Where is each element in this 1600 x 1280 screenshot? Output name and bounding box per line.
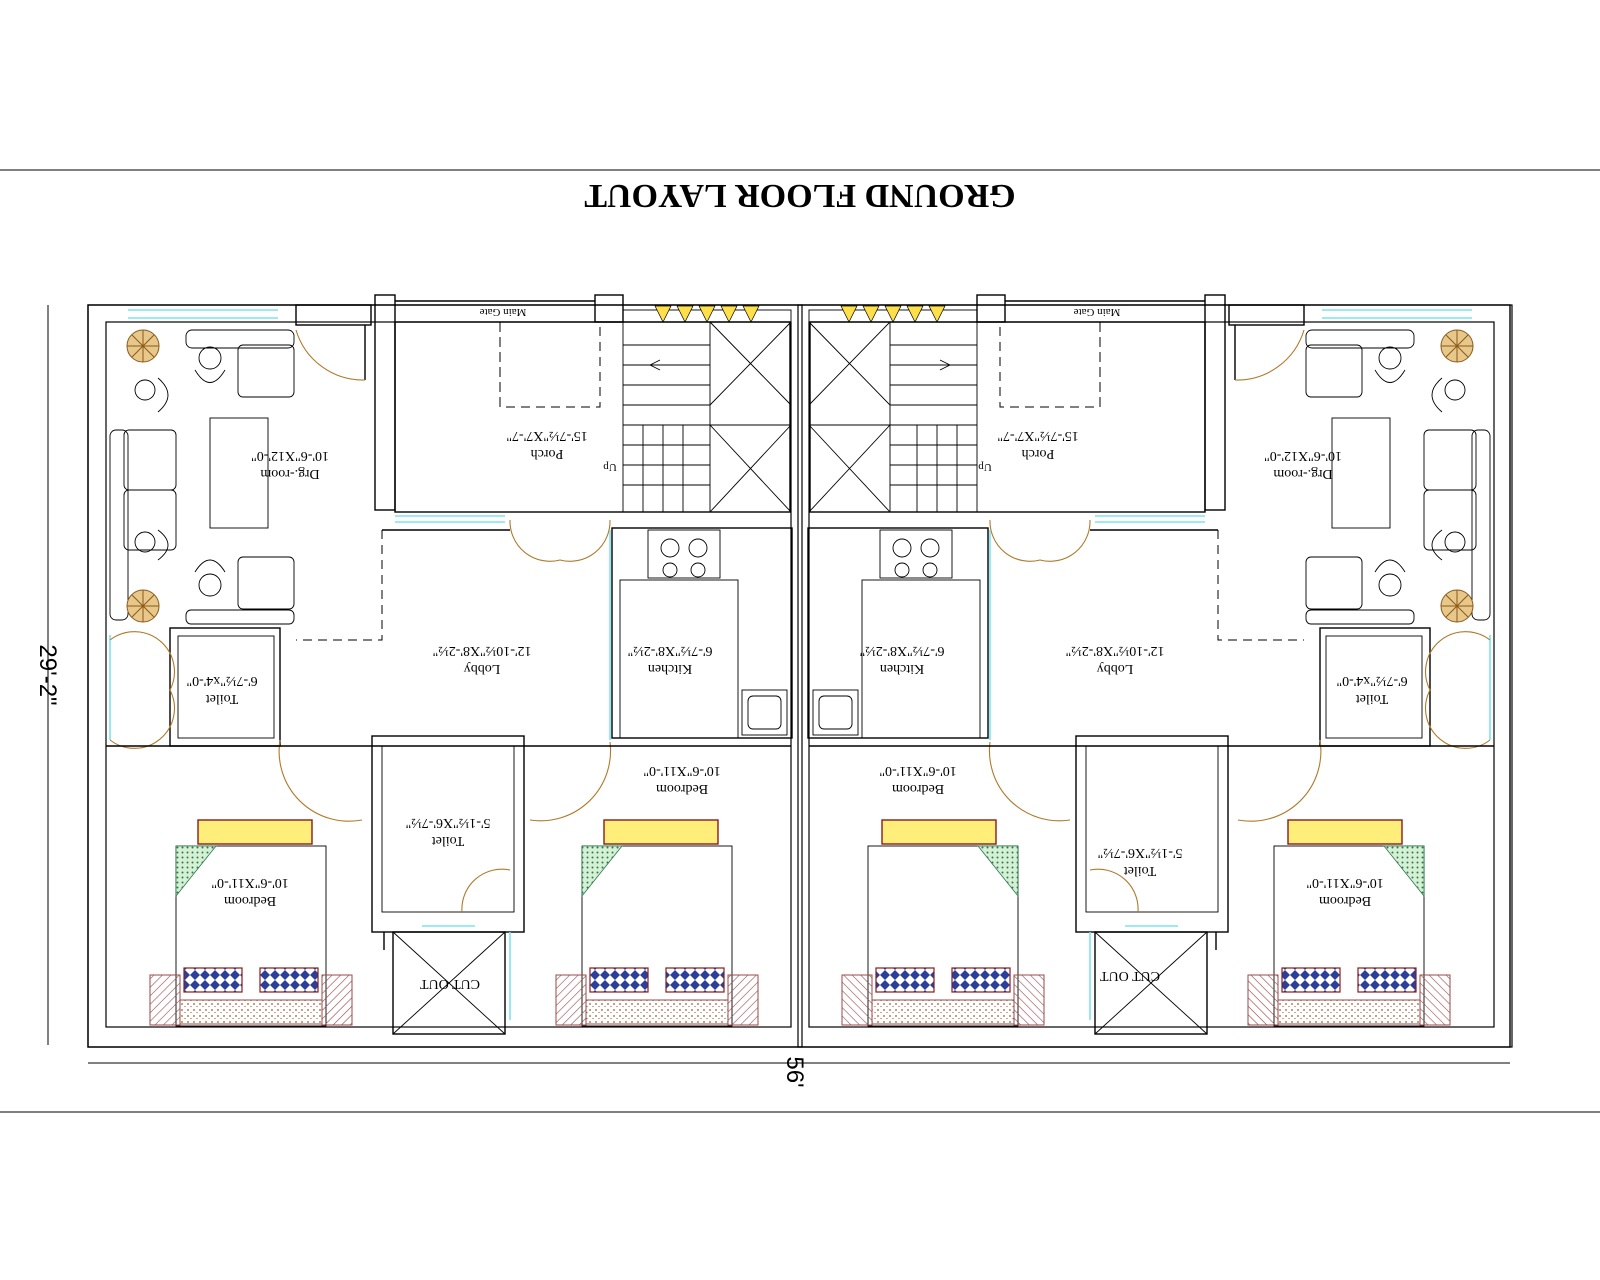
porch-name-right: Porch bbox=[1022, 446, 1055, 461]
depth-dimension: 29'-2" bbox=[34, 644, 61, 705]
lobby-name-left: Lobby bbox=[464, 661, 501, 676]
main-gate-label-right: Main Gate bbox=[1074, 306, 1121, 318]
porch-name-left: Porch bbox=[531, 446, 564, 461]
up-label-right: Up bbox=[978, 461, 992, 473]
unit-left bbox=[87, 294, 803, 1048]
drg-size-left: 10'-6"X12'-0" bbox=[251, 448, 329, 463]
bedroom-size-left-a: 10'-6"X11'-0" bbox=[211, 875, 288, 890]
bedroom-size-right-a: 10'-6"X11'-0" bbox=[1306, 875, 1383, 890]
toilet-a-name-left: Toilet bbox=[206, 691, 239, 706]
kitchen-name-right: Kitchen bbox=[880, 661, 924, 676]
bedroom-name-right-b: Bedroom bbox=[892, 781, 944, 796]
toilet-b-name-left: Toilet bbox=[432, 833, 465, 848]
toilet-b-size-right: 5'-1½"X6'-7½" bbox=[1098, 845, 1183, 860]
kitchen-name-left: Kitchen bbox=[648, 661, 692, 676]
main-gate-label-left: Main Gate bbox=[480, 306, 527, 318]
drg-size-right: 10'-6"X12'-0" bbox=[1264, 448, 1342, 463]
drg-name-right: Drg.-room bbox=[1273, 466, 1332, 481]
bedroom-size-right-b: 10'-6"X11'-0" bbox=[879, 763, 956, 778]
building-outline bbox=[87, 304, 1511, 1048]
width-dimension: 56' bbox=[781, 1056, 808, 1087]
toilet-a-size-left: 6'-7½"x4'-0" bbox=[186, 673, 257, 688]
toilet-a-size-right: 6'-7½"x4'-0" bbox=[1336, 673, 1407, 688]
kitchen-size-left: 6'-7½"X8'-2½" bbox=[628, 643, 713, 658]
porch-size-left: 15'-7½"X7'-7" bbox=[506, 428, 587, 443]
toilet-b-size-left: 5'-1½"X6'-7½" bbox=[406, 815, 491, 830]
bedroom-name-left-b: Bedroom bbox=[656, 781, 708, 796]
lobby-size-right: 12'-10½"X8'-2½" bbox=[1066, 643, 1165, 658]
cutout-label-left: CUT OUT bbox=[420, 976, 480, 991]
toilet-b-name-right: Toilet bbox=[1124, 863, 1157, 878]
drawing-title: GROUND FLOOR LAYOUT bbox=[584, 177, 1016, 214]
cutout-label-right: CUT OUT bbox=[1100, 968, 1160, 983]
kitchen-size-right: 6'-7½"X8'-2½" bbox=[860, 643, 945, 658]
bedroom-size-left-b: 10'-6"X11'-0" bbox=[643, 763, 720, 778]
up-label-left: Up bbox=[603, 461, 617, 473]
bedroom-name-right-a: Bedroom bbox=[1319, 893, 1371, 908]
bedroom-name-left-a: Bedroom bbox=[224, 893, 276, 908]
porch-size-right: 15'-7½"X7'-7" bbox=[997, 428, 1078, 443]
drg-name-left: Drg.-room bbox=[260, 466, 319, 481]
toilet-a-name-right: Toilet bbox=[1356, 691, 1389, 706]
lobby-name-right: Lobby bbox=[1097, 661, 1134, 676]
lobby-size-left: 12'-10½"X8'-2½" bbox=[433, 643, 532, 658]
